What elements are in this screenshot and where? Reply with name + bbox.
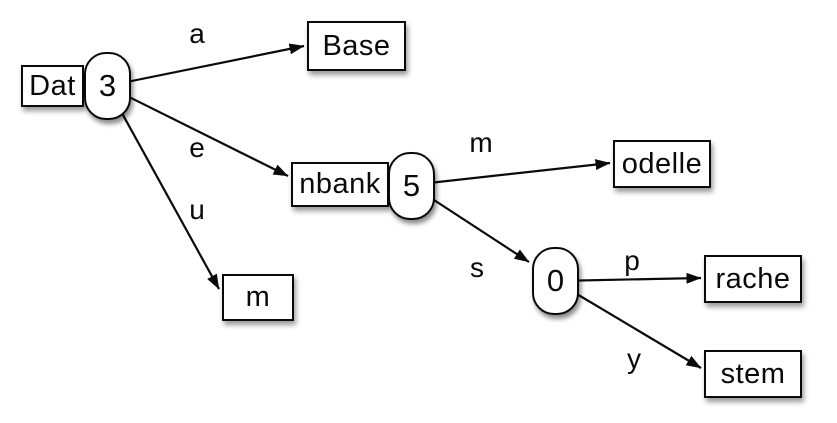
- edge-a-arrow: [106, 43, 305, 88]
- edge-u-arrow: [106, 85, 220, 290]
- node-box-odelle: odelle: [613, 140, 711, 188]
- counter-oval-inner: 0: [532, 247, 579, 315]
- node-box-stem: stem: [704, 350, 802, 398]
- node-box-nbank: nbank: [291, 162, 389, 207]
- edge-label-p: p: [624, 245, 640, 276]
- edge-label-e: e: [189, 132, 205, 163]
- node-box-rache: rache: [704, 255, 802, 303]
- edge-e-arrow: [106, 85, 289, 177]
- edge-label-s: s: [470, 252, 484, 283]
- counter-oval-nbank: 5: [388, 152, 435, 220]
- edge-label-u: u: [189, 194, 205, 225]
- edge-y-arrow: [554, 280, 702, 369]
- edge-label-y: y: [627, 343, 641, 374]
- edge-m-arrow: [410, 159, 611, 187]
- node-box-base: Base: [307, 21, 406, 71]
- edge-label-a: a: [189, 18, 205, 49]
- edge-p-arrow: [554, 272, 702, 284]
- edge-label-m: m: [469, 127, 493, 158]
- counter-oval-dat: 3: [84, 52, 131, 120]
- node-box-m: m: [222, 274, 294, 321]
- node-box-dat: Dat: [21, 65, 84, 107]
